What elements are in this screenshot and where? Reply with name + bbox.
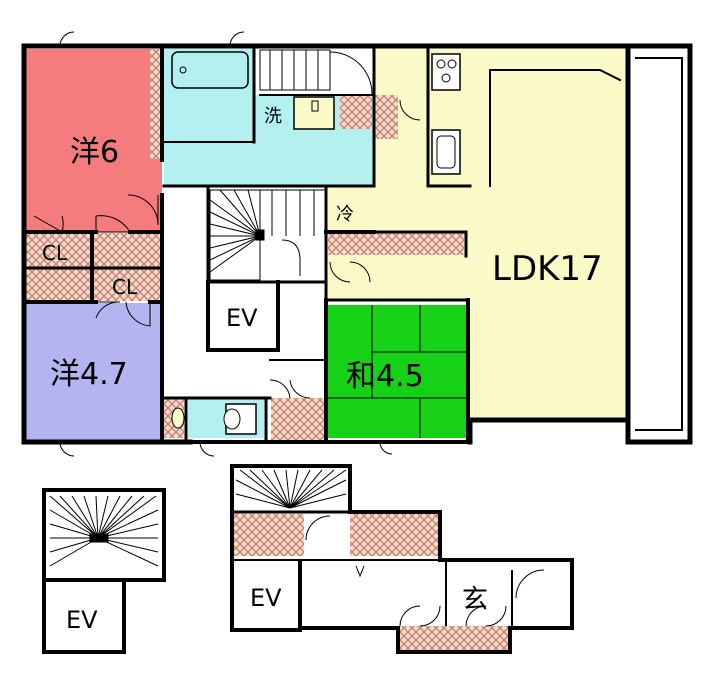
washbasin [293, 96, 335, 130]
kitchen-stove [431, 53, 461, 91]
walls [21, 43, 693, 445]
room-kitchen [328, 188, 374, 232]
room-ldk [326, 49, 628, 420]
tatami-lines [327, 305, 466, 438]
room-japanese-4-5 [327, 305, 466, 438]
storage-wash-1 [340, 95, 372, 129]
storage-lower-2 [350, 514, 440, 556]
storage-strip-west [150, 49, 161, 159]
hand-basin [171, 407, 185, 429]
label-ldk: LDK17 [492, 249, 603, 289]
label-western-6: 洋6 [70, 135, 119, 170]
storage-japanese-closet [271, 398, 325, 440]
toilet [223, 403, 257, 435]
room-western-4-7 [26, 303, 162, 441]
storage-wash-2 [374, 95, 398, 139]
storage-kitchen-strip [328, 233, 464, 255]
room-washroom [164, 95, 374, 185]
room-western-6 [26, 49, 162, 232]
label-fridge: 冷 [336, 204, 354, 225]
label-ev-main: EV [226, 304, 258, 332]
stairs-main [209, 189, 326, 281]
label-closet-2: CL [112, 275, 138, 299]
storage-entrance [398, 626, 510, 650]
label-ev-bottom: EV [250, 584, 282, 612]
doors [33, 31, 421, 457]
bathtub [171, 51, 249, 89]
stairs-left [42, 488, 166, 654]
bottom-section [230, 464, 574, 654]
kitchen-sink [431, 129, 461, 175]
label-entrance: 玄 [462, 585, 488, 615]
storage-lower-1 [234, 514, 304, 556]
stairs-top-landing [259, 49, 331, 91]
label-ev-left: EV [66, 606, 98, 634]
label-wash: 洗 [264, 106, 282, 127]
label-japanese-4-5: 和4.5 [346, 359, 424, 394]
label-closet-1: CL [42, 241, 68, 265]
label-western-4-7: 洋4.7 [50, 357, 128, 392]
